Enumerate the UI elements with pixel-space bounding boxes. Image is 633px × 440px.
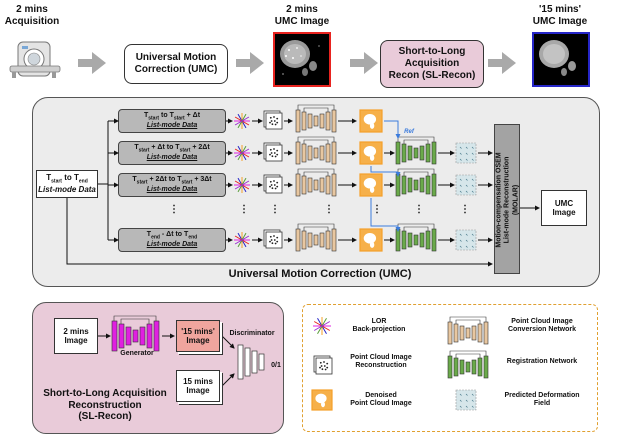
- generator-layer-1: [111, 320, 118, 352]
- disc-layer-3: [251, 350, 258, 374]
- gen-skip-2: [120, 318, 150, 324]
- legend-denoised: Denoised Point Cloud Image: [350, 392, 412, 408]
- real-to-disc-arrow: [221, 373, 235, 387]
- generator-label: Generator: [120, 350, 154, 357]
- legend-lor: LOR Back-projection: [352, 318, 406, 334]
- sl-input-image: 2 mins Image: [54, 318, 98, 354]
- umc-image-label: 2 mins UMC Image: [274, 4, 330, 27]
- legend-conv-net: Point Cloud Image Conversion Network: [507, 318, 577, 334]
- legend-deform: Predicted Deformation Field: [504, 392, 580, 408]
- generator-layer-7: [153, 320, 160, 352]
- ellipsis-col-denoise: ⋮: [372, 204, 382, 215]
- denoised-icon-1: [359, 109, 383, 133]
- reg-net-2: [395, 136, 437, 165]
- legend-lor-icon: [313, 317, 331, 335]
- ellipsis-col-pci: ⋮: [270, 204, 280, 215]
- ref-arrow-3: [370, 198, 398, 227]
- deform-field-4: [455, 229, 477, 251]
- sl-real-image: 15 mins Image: [176, 370, 220, 402]
- conv-net-3: [295, 168, 337, 197]
- reg-net-4: [395, 223, 437, 252]
- pci-icon-2: [263, 142, 283, 162]
- lor-icon-2: [234, 145, 250, 161]
- legend-reg-icon: [447, 350, 489, 379]
- sl-fake-image: '15 mins' Image: [176, 320, 220, 352]
- legend-deform-icon: [455, 389, 477, 411]
- ellipsis-col-conv: ⋮: [324, 204, 334, 215]
- acquisition-label: 2 mins Acquisition: [4, 4, 60, 27]
- generator-layer-5: [139, 326, 146, 346]
- umc-input-box: Tstart to Tend List-mode Data: [36, 170, 98, 198]
- conv-net-4: [295, 223, 337, 252]
- disc-layer-2: [244, 347, 251, 377]
- slrecon-title: Short-to-Long Acquisition Reconstruction…: [43, 388, 167, 422]
- legend-pci-icon: [313, 355, 333, 375]
- ref-arrow-2: [370, 166, 398, 173]
- disc-layer-1: [237, 344, 244, 380]
- umc-box-top: Universal Motion Correction (UMC): [124, 44, 228, 84]
- umc-section-title: Universal Motion Correction (UMC): [228, 268, 412, 280]
- pci-icon-4: [263, 229, 283, 249]
- molar-box: Motion-compensation OSEM List-mode Recon…: [494, 124, 520, 274]
- lor-icon-4: [234, 232, 250, 248]
- umc-image-15min: [532, 32, 590, 87]
- umc-output-box: UMC Image: [541, 190, 587, 226]
- generator-layer-6: [146, 323, 153, 349]
- legend-denoised-icon: [311, 389, 333, 411]
- ellipsis-col-frames: ⋮: [169, 204, 179, 215]
- generator-layer-4: [132, 329, 139, 343]
- pci-icon-3: [263, 174, 283, 194]
- discriminator-label: Discriminator: [229, 330, 275, 337]
- generator-layer-2: [118, 323, 125, 349]
- generator-layer-3: [125, 326, 132, 346]
- legend-pci: Point Cloud Image Reconstruction: [350, 354, 412, 370]
- sl-recon-box-top: Short-to-Long Acquisition Recon (SL-Reco…: [380, 40, 484, 88]
- denoised-icon-3: [359, 173, 383, 197]
- lor-icon-1: [234, 113, 250, 129]
- long-image-label: '15 mins' UMC Image: [532, 4, 588, 27]
- ellipsis-col-lor: ⋮: [239, 204, 249, 215]
- input-to-molar-arrow: [66, 198, 493, 267]
- gen-skip-1: [113, 315, 157, 321]
- legend-conv-icon: [447, 316, 489, 345]
- deform-field-2: [455, 142, 477, 164]
- conv-net-2: [295, 136, 337, 165]
- denoised-icon-2: [359, 141, 383, 165]
- lor-icon-3: [234, 177, 250, 193]
- ellipsis-col-reg: ⋮: [414, 204, 424, 215]
- umc-image-2min: [273, 32, 331, 87]
- discriminator-output: 0/1: [271, 362, 281, 369]
- disc-layer-4: [258, 353, 265, 371]
- reg-net-3: [395, 168, 437, 197]
- pci-icon-1: [263, 110, 283, 130]
- fake-to-disc-arrow: [221, 335, 235, 349]
- sl-recon-box-label: Short-to-Long Acquisition Recon (SL-Reco…: [388, 46, 476, 81]
- ref-label: Ref: [404, 129, 414, 135]
- deform-field-3: [455, 174, 477, 196]
- ellipsis-col-field: ⋮: [460, 204, 470, 215]
- umc-box-label: Universal Motion Correction (UMC): [134, 52, 218, 75]
- ref-arrow-1: [384, 120, 401, 139]
- pet-scanner-icon: [8, 40, 64, 80]
- conv-net-1: [295, 104, 337, 133]
- legend-reg-net: Registration Network: [506, 358, 578, 365]
- denoised-icon-4: [359, 228, 383, 252]
